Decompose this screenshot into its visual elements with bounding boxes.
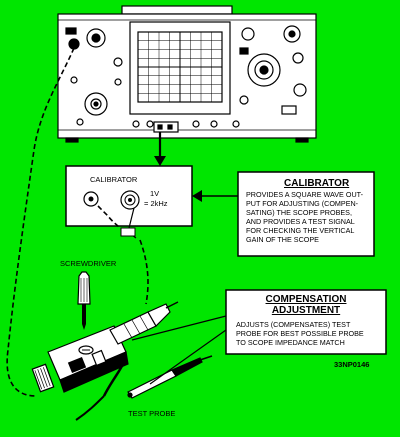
probe-bnc-connector (31, 363, 55, 393)
scope-cable (6, 47, 75, 397)
screwdriver: SCREWDRIVER (60, 259, 117, 330)
probe-cables (6, 47, 149, 397)
arrow-scope-to-calibrator (154, 132, 166, 166)
compensation-line-3: TO SCOPE IMPEDANCE MATCH (236, 338, 345, 347)
calibrator-box-title: CALIBRATOR (90, 175, 138, 184)
compensation-line-2: PROBE FOR BEST POSSIBLE PROBE (236, 329, 364, 338)
scope-bottom-row (132, 120, 240, 133)
compensation-heading-line-2: ADJUSTMENT (272, 305, 340, 316)
calibrator-callout-line-5: FOR CHECKING THE VERTICAL (246, 226, 354, 235)
calibrator-callout-line-2: PUT FOR ADJUSTING (COMPEN- (246, 199, 359, 208)
compensation-heading-line-1: COMPENSATION (266, 294, 347, 305)
figure-id: 33NP0146 (334, 360, 369, 369)
compensation-line-1: ADJUSTS (COMPENSATES) TEST (236, 320, 351, 329)
oscilloscope (57, 5, 317, 143)
screwdriver-shaft (82, 304, 86, 324)
calibrator-callout: CALIBRATOR PROVIDES A SQUARE WAVE OUT- P… (237, 171, 375, 257)
scope-screen-grid (138, 32, 222, 102)
calibrator-frequency: = 2kHz (144, 199, 168, 208)
scope-right-panel (239, 25, 307, 115)
calibrator-callout-line-3: SATING) THE SCOPE PROBES, (246, 208, 352, 217)
scope-handle (121, 5, 233, 15)
probe-lower-cable (102, 357, 128, 397)
calibrator-box: CALIBRATOR 1V = 2kHz (65, 165, 193, 227)
test-probe-tip (127, 355, 213, 399)
compensation-pointer (131, 315, 227, 385)
calibrator-callout-line-4: AND PROVIDES A TEST SIGNAL (246, 217, 355, 226)
scope-input-connector (68, 38, 80, 50)
compensation-callout: COMPENSATION ADJUSTMENT ADJUSTS (COMPENS… (225, 289, 387, 355)
probe-hook-tip (120, 227, 136, 237)
test-probe-label: TEST PROBE (128, 409, 175, 418)
ground-lead-lower (139, 239, 149, 305)
scope-calibrator-terminal (153, 121, 179, 133)
arrow-callout-to-calibrator (192, 190, 238, 202)
ground-lead (97, 205, 129, 237)
calibrator-callout-heading: CALIBRATOR (284, 178, 350, 189)
calibrator-callout-line-1: PROVIDES A SQUARE WAVE OUT- (246, 190, 364, 199)
calibrator-voltage: 1V (150, 189, 159, 198)
test-probe (31, 301, 179, 421)
scope-left-panel (65, 27, 123, 126)
screwdriver-label: SCREWDRIVER (60, 259, 117, 268)
calibrator-callout-line-6: GAIN OF THE SCOPE (246, 235, 319, 244)
